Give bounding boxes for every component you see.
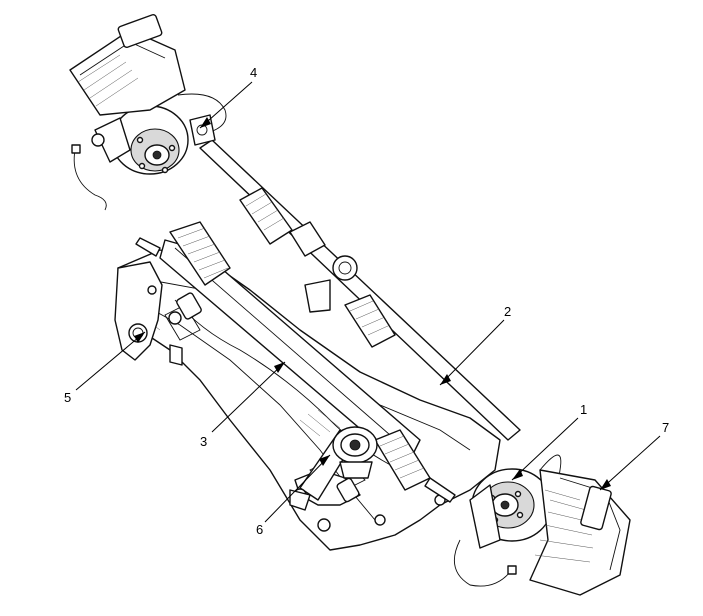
brake-hose-left xyxy=(177,93,227,133)
cv-boot-outer xyxy=(344,294,396,348)
callout-2: 2 xyxy=(504,304,511,319)
intermediate-shaft-joint xyxy=(289,221,358,313)
wheel-speed-sensor-wire-right xyxy=(453,539,511,587)
callout-6: 6 xyxy=(256,522,263,537)
knuckle-hub-left xyxy=(69,13,227,211)
steering-pinion-housing xyxy=(332,426,378,479)
brake-caliper-left xyxy=(69,13,186,116)
callout-4: 4 xyxy=(250,65,257,80)
tie-rod-left xyxy=(135,237,161,257)
knuckle-hub-right xyxy=(453,454,576,587)
stabilizer-link-left xyxy=(189,114,216,146)
cv-boot-inner xyxy=(239,187,293,245)
drive-shaft xyxy=(199,139,521,441)
brake-caliper-right xyxy=(529,469,631,596)
callout-3: 3 xyxy=(200,434,207,449)
steering-boot-left xyxy=(169,221,231,286)
tie-rod-right xyxy=(424,477,456,503)
callout-5: 5 xyxy=(64,390,71,405)
callout-leaders xyxy=(75,81,661,523)
steering-gear-rack xyxy=(135,221,456,503)
callout-7: 7 xyxy=(662,420,669,435)
wheel-speed-sensor-wire-left xyxy=(73,149,107,211)
callout-1: 1 xyxy=(580,402,587,417)
